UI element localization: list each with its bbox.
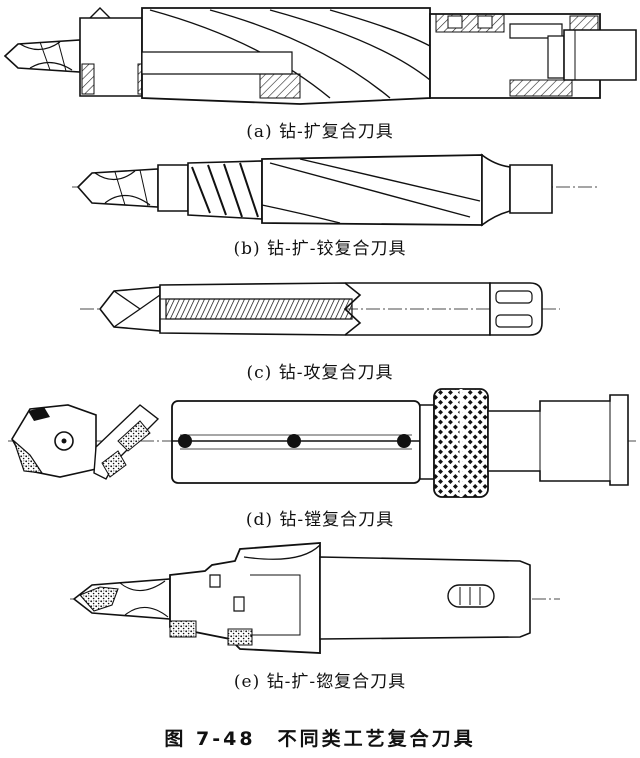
panel-c: (c) 钻-攻复合刀具 [0, 265, 640, 385]
panel-a: (a) 钻-扩复合刀具 [0, 0, 640, 145]
drill-ream-compound-tool-b [0, 145, 640, 235]
caption-b: (b) 钻-扩-铰复合刀具 [233, 239, 407, 259]
figure-title: 图 7-48 不同类工艺复合刀具 [164, 728, 476, 750]
drill-counterbore-compound-tool-e [0, 535, 640, 665]
panel-b: (b) 钻-扩-铰复合刀具 [0, 145, 640, 265]
drill-bore-compound-tool-d [0, 385, 640, 503]
caption-a: (a) 钻-扩复合刀具 [246, 122, 394, 142]
caption-d: (d) 钻-镗复合刀具 [245, 510, 395, 530]
panel-d: (d) 钻-镗复合刀具 [0, 385, 640, 535]
drill-tap-compound-tool-c [0, 265, 640, 357]
panel-e: (e) 钻-扩-锪复合刀具 [0, 535, 640, 700]
caption-c: (c) 钻-攻复合刀具 [246, 363, 394, 383]
drill-reamer-compound-tool-a [0, 0, 640, 115]
caption-e: (e) 钻-扩-锪复合刀具 [233, 672, 407, 692]
